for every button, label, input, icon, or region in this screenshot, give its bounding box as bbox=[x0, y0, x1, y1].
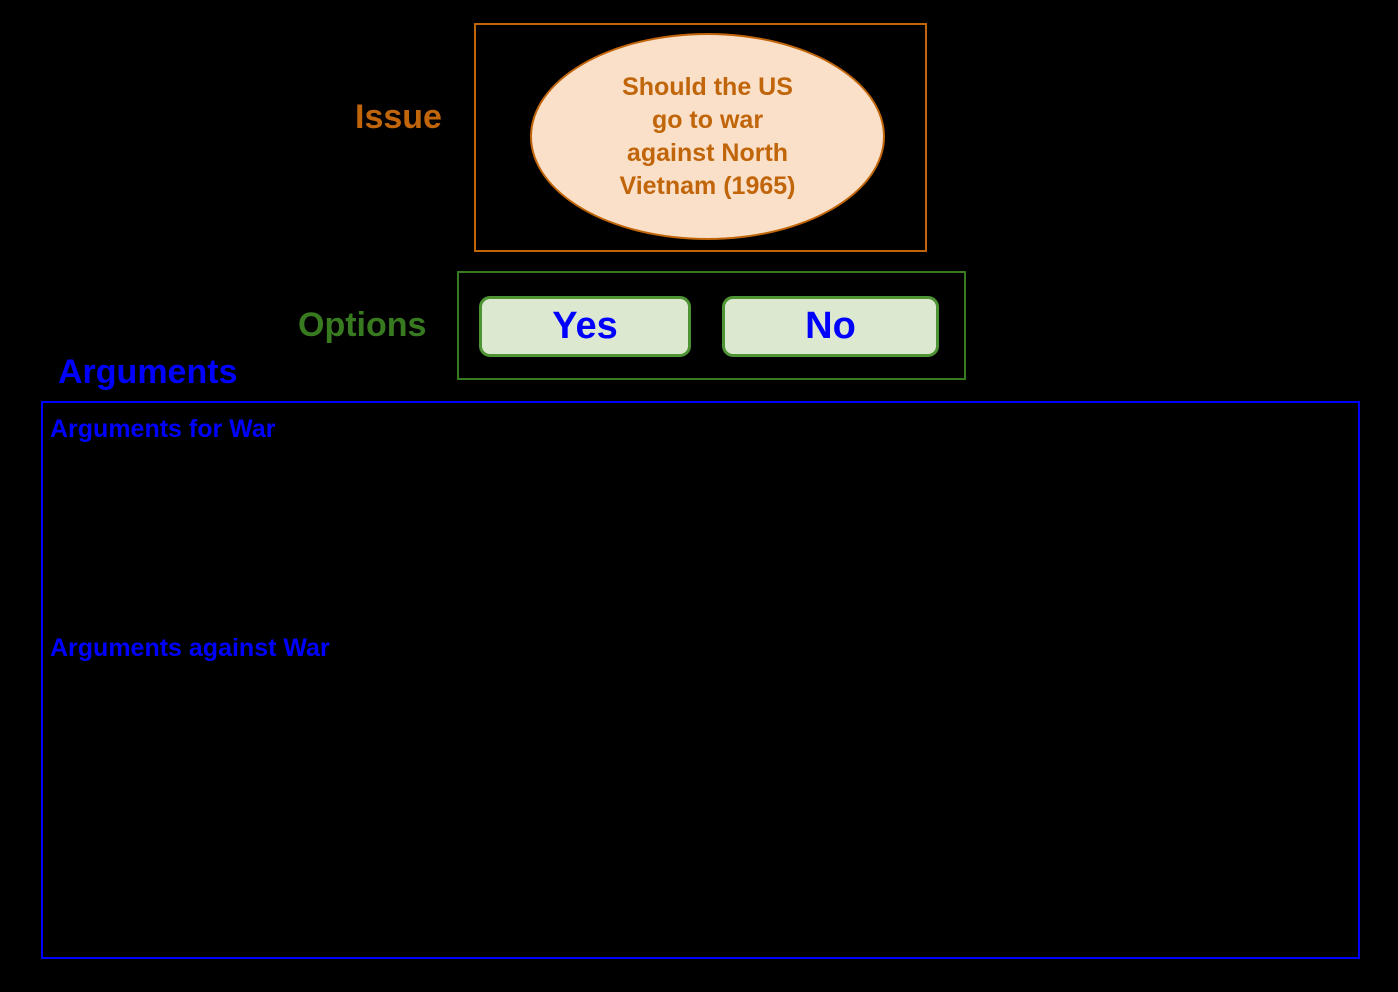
options-section-label: Options bbox=[298, 306, 427, 344]
option-button-yes[interactable]: Yes bbox=[479, 296, 691, 357]
arguments-section-label: Arguments bbox=[58, 353, 238, 391]
issue-section-label: Issue bbox=[355, 98, 442, 136]
issue-ellipse-shape[interactable]: Should the US go to war against North Vi… bbox=[530, 33, 885, 240]
arguments-for-war-heading: Arguments for War bbox=[50, 415, 276, 443]
arguments-box bbox=[41, 401, 1360, 959]
issue-box bbox=[474, 23, 927, 252]
arguments-for-war-list bbox=[50, 452, 1350, 622]
option-button-no[interactable]: No bbox=[722, 296, 939, 357]
arguments-against-war-heading: Arguments against War bbox=[50, 634, 330, 662]
arguments-against-war-list bbox=[50, 672, 1350, 947]
issue-question-text: Should the US go to war against North Vi… bbox=[619, 72, 796, 200]
options-box bbox=[457, 271, 966, 380]
